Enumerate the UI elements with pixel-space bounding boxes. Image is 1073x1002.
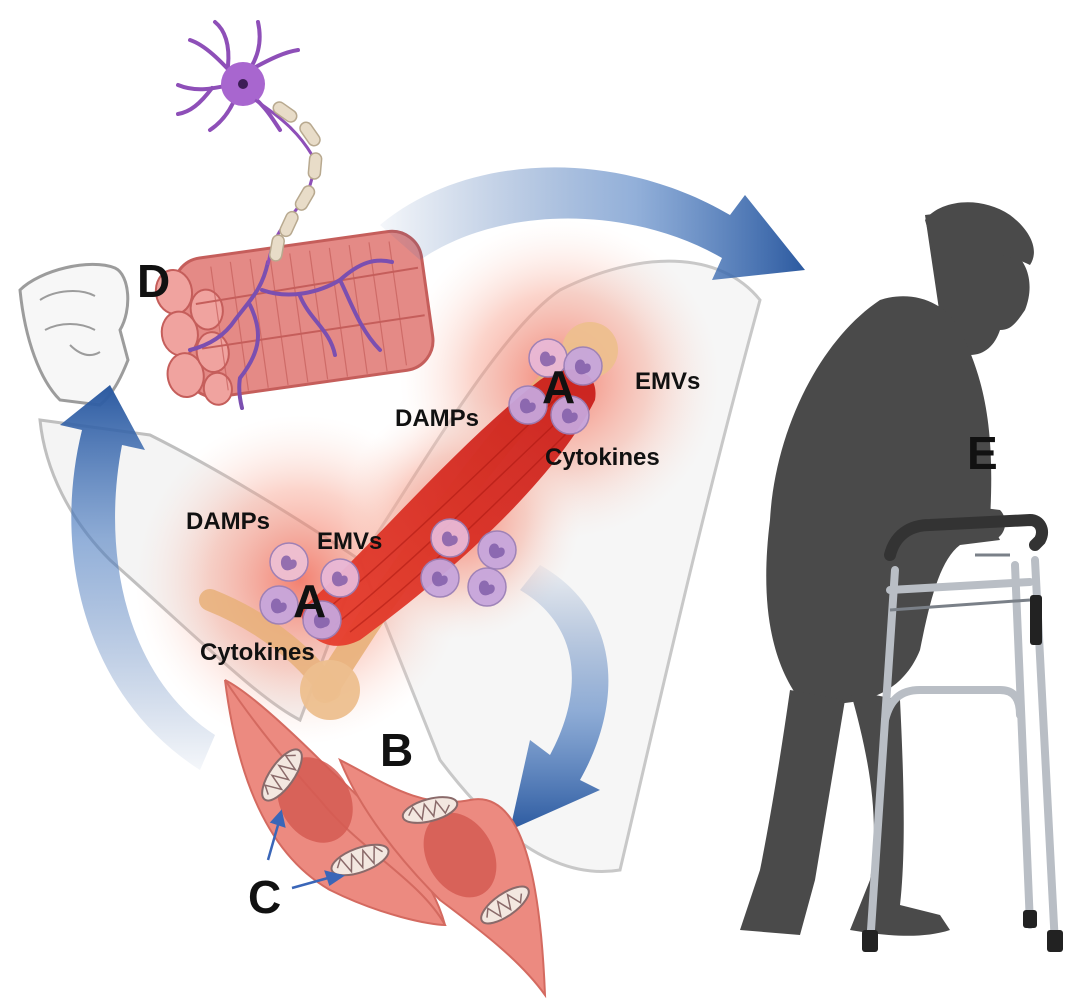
emvs-label-lower: EMVs [317, 530, 382, 554]
panel-label-b: B [380, 727, 413, 773]
panel-label-a-upper: A [542, 364, 575, 410]
neuron-illustration [178, 22, 322, 265]
panel-label-d: D [137, 258, 170, 304]
immune-cell [321, 559, 359, 597]
immune-cell [478, 531, 516, 569]
panel-label-a-lower: A [293, 578, 326, 624]
muscle-fiber-bundle [152, 227, 438, 411]
immune-cell [421, 559, 459, 597]
immune-cell [468, 568, 506, 606]
fist-illustration [20, 264, 128, 405]
immune-cell [431, 519, 469, 557]
cytokines-label-lower: Cytokines [200, 641, 315, 665]
panel-label-c: C [248, 874, 281, 920]
emvs-label-upper: EMVs [635, 370, 700, 394]
damps-label-upper: DAMPs [395, 407, 479, 431]
elderly-person-silhouette [740, 202, 1034, 936]
damps-label-lower: DAMPs [186, 510, 270, 534]
panel-label-e: E [967, 430, 998, 476]
cytokines-label-upper: Cytokines [545, 446, 660, 470]
